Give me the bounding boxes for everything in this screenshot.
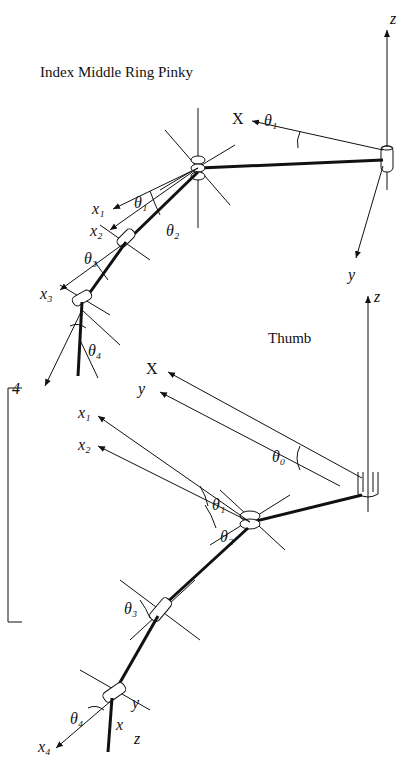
axis-label: x₄ [38,738,51,756]
axis-label: z [390,10,396,28]
axis-label: x₁ [78,404,91,422]
angle-label: θ₀ [272,448,285,466]
angle-label: θ₁ [134,194,147,212]
axis-label: X [232,110,244,128]
angle-label: θ₁ [264,112,277,130]
angle-label: θ₃ [124,600,137,618]
finger-names: Index Middle Ring Pinky [40,64,193,81]
angle-label: θ₁ [212,496,225,514]
angle-label: θ₂ [220,528,233,546]
axis-label: x₃ [40,285,53,303]
angle-label: θ₄ [70,710,83,728]
angle-label: θ₃ [84,250,97,268]
axis-label: 4 [12,380,20,398]
axis-label: x₂ [90,222,103,240]
axis-label: y [138,380,145,398]
axis-label: x [116,716,123,734]
angle-label: θ₂ [166,222,179,240]
axis-label: y [132,694,139,712]
axis-label: x₁ [92,200,105,218]
angle-label: θ₄ [88,342,101,360]
axis-label: X [146,360,158,378]
finger-name: Thumb [268,330,311,347]
axis-label: z [134,730,140,748]
axis-label: y [348,266,355,284]
axis-label: x₂ [78,436,91,454]
axis-label: z [374,288,380,306]
